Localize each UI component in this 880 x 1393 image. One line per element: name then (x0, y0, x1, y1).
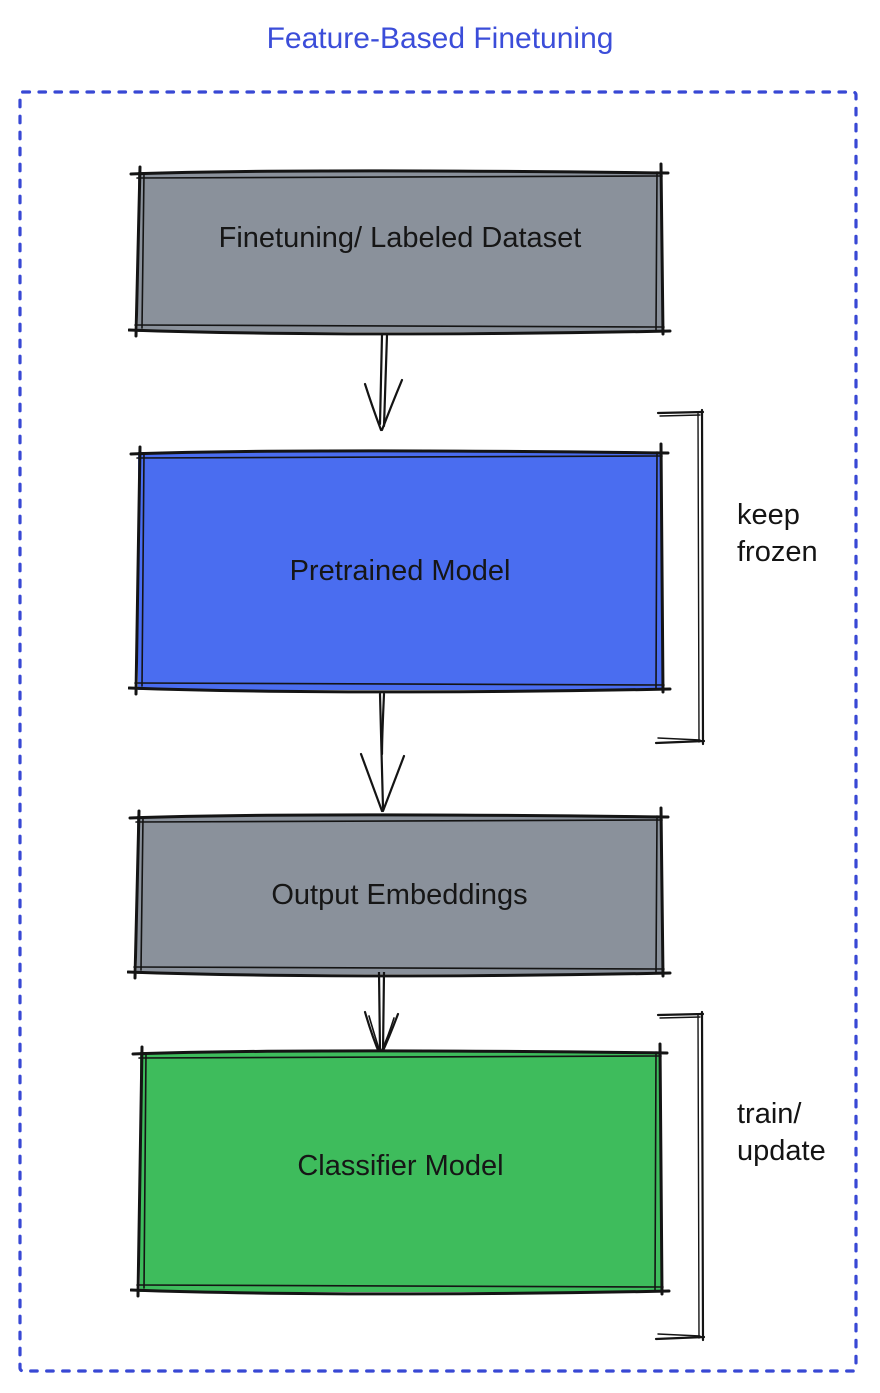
node-output-embeddings: Output Embeddings (127, 806, 672, 980)
bracket-keep-frozen (654, 408, 706, 746)
node-classifier-model: Classifier Model (130, 1042, 671, 1298)
node-label: Classifier Model (297, 1149, 504, 1182)
arrow-pretrained-to-embeddings (359, 692, 406, 813)
diagram-title: Feature-Based Finetuning (266, 22, 614, 55)
annotation-train-update: train/ update (737, 1098, 826, 1167)
node-label: Output Embeddings (271, 878, 528, 911)
node-finetuning-dataset: Finetuning/ Labeled Dataset (128, 162, 672, 338)
node-label: Finetuning/ Labeled Dataset (218, 221, 582, 254)
node-pretrained-model: Pretrained Model (128, 442, 672, 696)
node-label: Pretrained Model (289, 554, 511, 587)
arrow-embeddings-to-classifier (363, 972, 400, 1057)
arrow-dataset-to-pretrained (363, 334, 404, 432)
dotted-frame (18, 90, 858, 1373)
annotation-keep-frozen: keep frozen (737, 499, 818, 568)
bracket-train-update (654, 1010, 706, 1342)
